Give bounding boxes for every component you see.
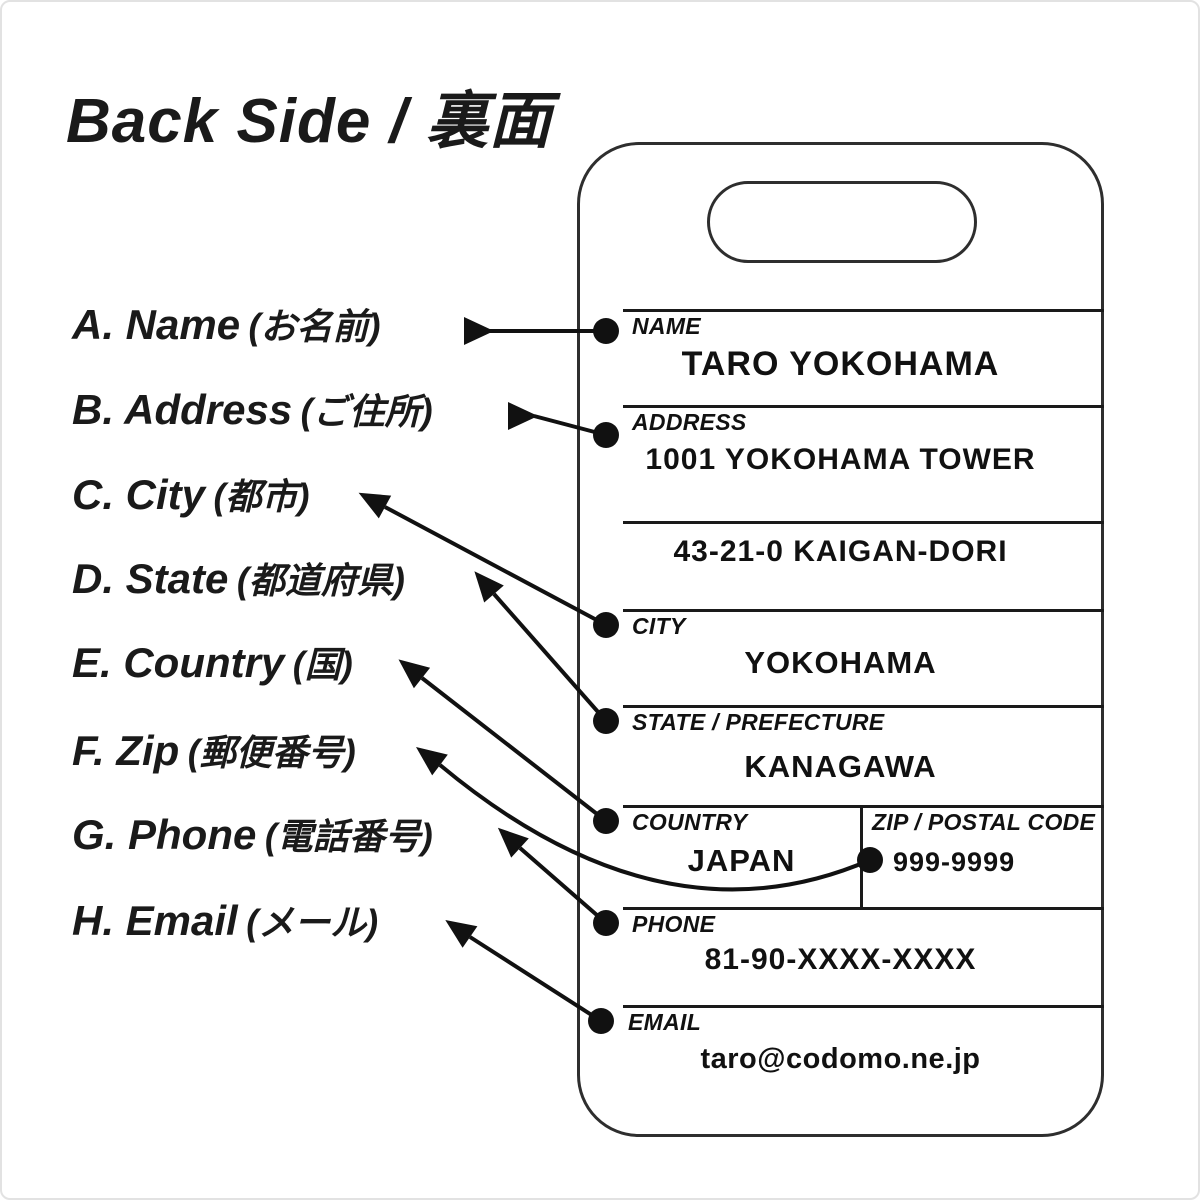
legend-email-jp: (メール): [246, 902, 379, 943]
field-divider: [623, 705, 1104, 708]
arrowhead-city-icon: [358, 492, 392, 519]
legend-zip-jp: (郵便番号): [187, 732, 356, 773]
legend-name-en: A. Name: [72, 301, 241, 348]
legend-item-country: E. Country (国): [72, 639, 353, 686]
arrowhead-phone-icon: [497, 827, 529, 858]
field-divider: [623, 309, 1104, 312]
country-zip-divider: [860, 805, 863, 910]
field-divider: [623, 609, 1104, 612]
zip-field-value: 999-9999: [893, 847, 1016, 877]
connector-city-line: [384, 505, 607, 627]
legend-item-phone: G. Phone (電話番号): [72, 811, 433, 858]
legend-item-address: B. Address (ご住所): [72, 386, 433, 433]
legend-address-jp: (ご住所): [300, 391, 433, 432]
legend-city-jp: (都市): [213, 476, 310, 517]
arrowhead-address-icon: [508, 402, 538, 430]
legend-phone-jp: (電話番号): [264, 816, 433, 857]
arrowhead-zip-icon: [416, 747, 448, 776]
city-field-value: YOKOHAMA: [744, 645, 937, 680]
address-field-line1: 1001 YOKOHAMA TOWER: [645, 443, 1036, 476]
address-field-label: ADDRESS: [632, 409, 747, 435]
arrowhead-state-icon: [474, 571, 504, 603]
page-title: Back Side / 裏面: [66, 87, 553, 156]
arrowhead-name-icon: [464, 317, 494, 345]
legend-country-jp: (国): [292, 644, 353, 685]
legend-country-en: E. Country: [72, 639, 285, 686]
email-field-value: taro@codomo.ne.jp: [700, 1043, 981, 1075]
field-divider: [623, 405, 1104, 408]
legend-name-jp: (お名前): [248, 306, 381, 347]
legend-state-jp: (都道府県): [236, 560, 405, 601]
field-divider: [623, 907, 1104, 910]
legend-item-email: H. Email (メール): [72, 897, 379, 944]
field-divider: [623, 805, 1104, 808]
phone-field-value: 81-90-XXXX-XXXX: [704, 943, 977, 976]
country-field-value: JAPAN: [687, 843, 796, 878]
field-divider: [623, 1005, 1104, 1008]
legend-item-state: D. State (都道府県): [72, 555, 405, 602]
state-field-value: KANAGAWA: [744, 749, 937, 784]
email-field-label: EMAIL: [628, 1009, 702, 1035]
legend-city-en: C. City: [72, 471, 206, 518]
legend-state-en: D. State: [72, 555, 229, 602]
tag-handle-slot: [707, 181, 977, 263]
legend-email-en: H. Email: [72, 897, 238, 944]
legend-item-name: A. Name (お名前): [72, 301, 381, 348]
legend-zip-en: F. Zip: [72, 727, 180, 774]
legend-item-city: C. City (都市): [72, 471, 310, 518]
country-field-label: COUNTRY: [632, 809, 748, 835]
phone-field-label: PHONE: [632, 911, 716, 937]
name-field-label: NAME: [632, 313, 701, 339]
address-field-line2: 43-21-0 KAIGAN-DORI: [673, 535, 1008, 568]
zip-field-label: ZIP / POSTAL CODE: [872, 809, 1096, 835]
arrowhead-email-icon: [445, 920, 478, 948]
legend-phone-en: G. Phone: [72, 811, 257, 858]
legend-address-en: B. Address: [72, 386, 293, 433]
name-field-value: TARO YOKOHAMA: [681, 345, 1000, 383]
state-field-label: STATE / PREFECTURE: [632, 709, 885, 735]
city-field-label: CITY: [632, 613, 686, 639]
arrowhead-country-icon: [398, 659, 431, 689]
field-divider: [623, 521, 1104, 524]
luggage-tag: NAME TARO YOKOHAMA ADDRESS 1001 YOKOHAMA…: [577, 142, 1104, 1137]
legend-item-zip: F. Zip (郵便番号): [72, 727, 356, 774]
